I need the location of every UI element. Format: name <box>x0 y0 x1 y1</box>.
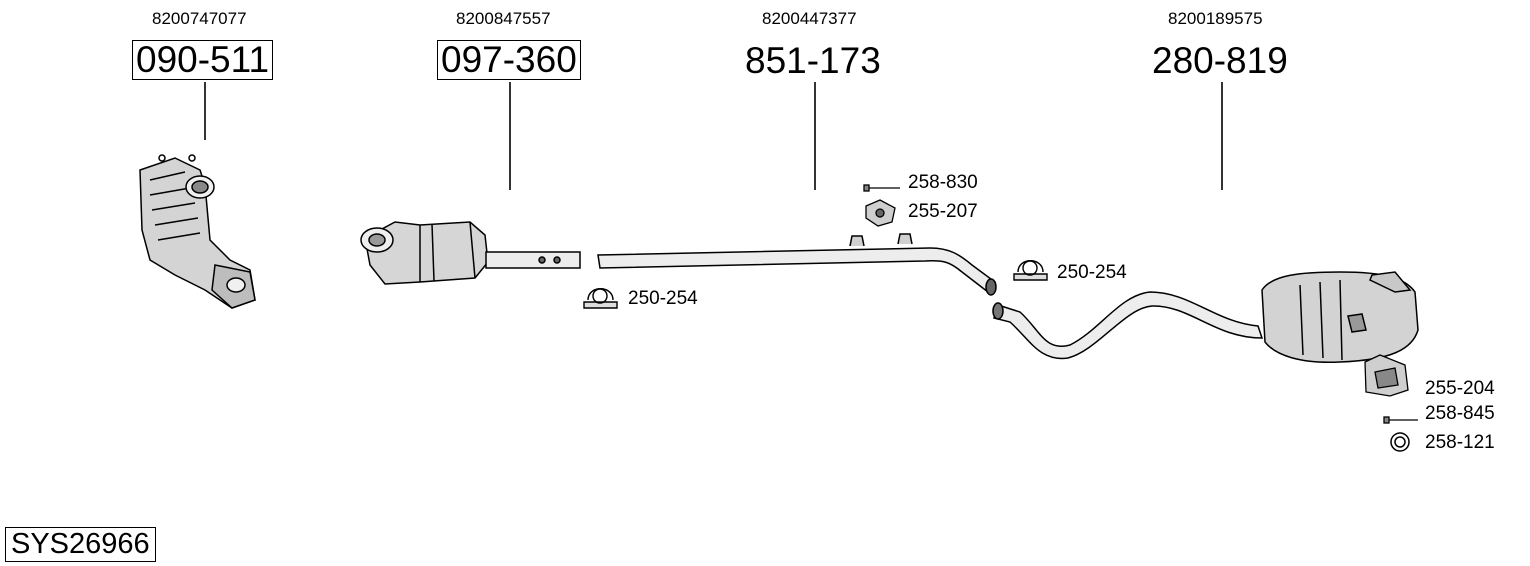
middle-pipe-part <box>597 233 997 296</box>
hanger-icon-255-207 <box>865 199 896 227</box>
system-code-label: SYS26966 <box>5 527 156 562</box>
clamp-icon-rear <box>1013 260 1048 281</box>
accessory-label-hanger-mid[interactable]: 255-207 <box>908 201 978 222</box>
accessory-label-clamp-rear[interactable]: 250-254 <box>1057 262 1127 283</box>
manifold-catalyst-part <box>139 154 256 309</box>
oe-number-2: 8200847557 <box>456 9 551 28</box>
part-number-090-511[interactable]: 090-511 <box>132 40 274 80</box>
bolt-icon-258-845 <box>1383 416 1418 424</box>
accessory-label-bolt-rear[interactable]: 258-845 <box>1425 403 1495 424</box>
oe-number-4: 8200189575 <box>1168 9 1263 28</box>
part-number-097-360[interactable]: 097-360 <box>437 40 581 80</box>
bolt-icon-258-830 <box>863 184 900 192</box>
part-number-851-173[interactable]: 851-173 <box>745 40 881 81</box>
rear-silencer-part <box>992 271 1419 364</box>
accessory-label-hanger-rear[interactable]: 255-204 <box>1425 378 1495 399</box>
catalytic-converter-part <box>360 221 581 285</box>
ring-icon-258-121 <box>1390 432 1410 452</box>
clamp-icon-front <box>583 288 618 309</box>
accessory-label-ring-rear[interactable]: 258-121 <box>1425 432 1495 453</box>
hanger-icon-255-204 <box>1364 354 1409 397</box>
accessory-label-clamp-front[interactable]: 250-254 <box>628 288 698 309</box>
oe-number-1: 8200747077 <box>152 9 247 28</box>
accessory-label-bolt-mid[interactable]: 258-830 <box>908 172 978 193</box>
part-number-280-819[interactable]: 280-819 <box>1152 40 1288 81</box>
oe-number-3: 8200447377 <box>762 9 857 28</box>
